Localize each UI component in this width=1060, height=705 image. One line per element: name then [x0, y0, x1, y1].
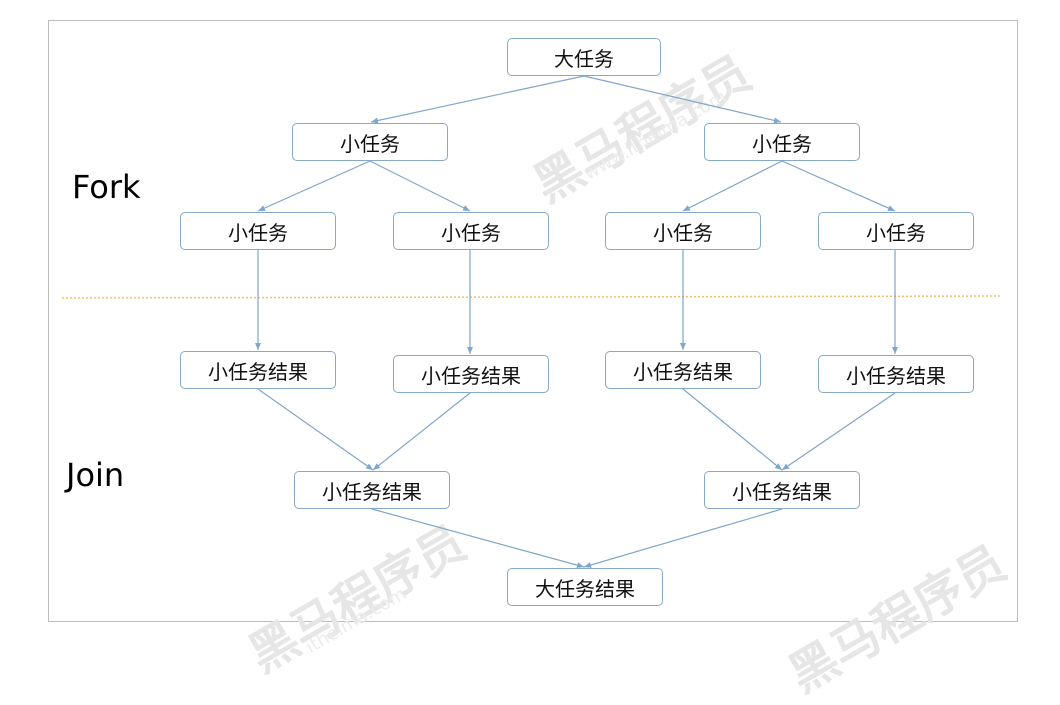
- edge-result-3-to-join-right: [682, 388, 783, 471]
- node-root-task: 大任务: [507, 38, 661, 76]
- node-join-right: 小任务结果: [704, 471, 860, 509]
- node-subtask-left: 小任务: [292, 123, 448, 161]
- edge-root-to-left: [370, 75, 585, 124]
- node-subtask-2: 小任务: [393, 212, 549, 250]
- node-result-4: 小任务结果: [818, 355, 974, 393]
- fork-divider: [61, 295, 1001, 299]
- edge-join-left-to-final: [371, 508, 585, 569]
- node-final-result: 大任务结果: [507, 568, 663, 606]
- node-result-1: 小任务结果: [180, 351, 336, 389]
- node-subtask-right: 小任务: [704, 123, 860, 161]
- edge-left-to-1: [257, 160, 371, 212]
- node-result-2: 小任务结果: [393, 355, 549, 393]
- node-subtask-4: 小任务: [818, 212, 974, 250]
- node-result-3: 小任务结果: [605, 351, 761, 389]
- edge-result-1-to-join-left: [257, 388, 374, 471]
- edge-result-2-to-join-left: [372, 392, 471, 471]
- diagram-frame: [48, 20, 1018, 622]
- edge-left-to-2: [369, 160, 471, 212]
- edge-root-to-right: [583, 75, 782, 124]
- fork-label: Fork: [72, 168, 141, 206]
- node-subtask-1: 小任务: [180, 212, 336, 250]
- node-join-left: 小任务结果: [294, 471, 450, 509]
- node-subtask-3: 小任务: [605, 212, 761, 250]
- edge-right-to-4: [781, 160, 896, 212]
- join-label: Join: [66, 456, 125, 494]
- diagram-edges: [61, 75, 1001, 569]
- edge-right-to-3: [682, 160, 783, 212]
- edge-join-right-to-final: [583, 508, 783, 568]
- edge-result-4-to-join-right: [781, 392, 896, 471]
